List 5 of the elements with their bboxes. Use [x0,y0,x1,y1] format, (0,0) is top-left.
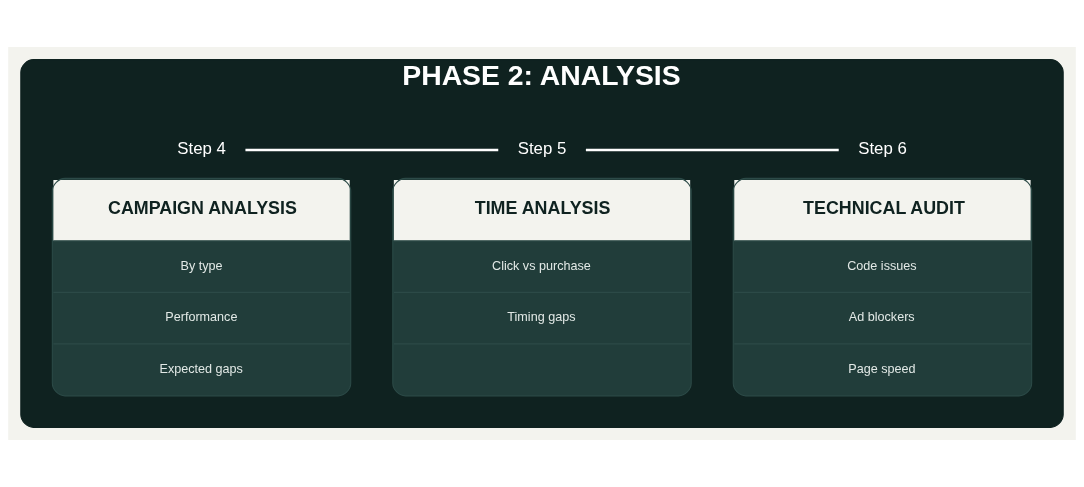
connector [245,148,499,152]
node-text: Step 4 [177,138,226,158]
node-text: Step 6 [858,138,907,158]
node-text: Step 5 [517,138,567,158]
connector [585,148,839,152]
